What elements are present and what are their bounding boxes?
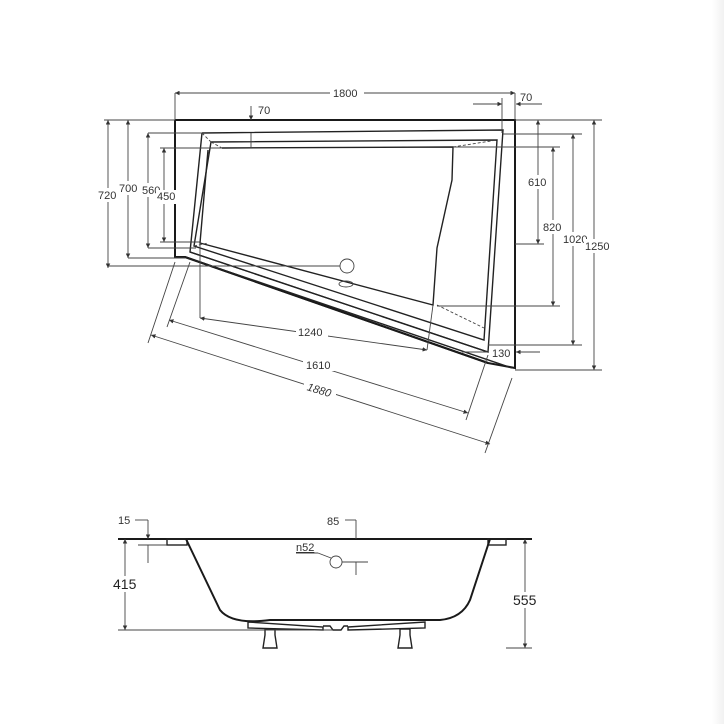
outer-rim [174, 119, 516, 370]
front-edge-outer [184, 256, 513, 369]
rim-inner-edge-2 [193, 139, 498, 341]
basin-outline [199, 146, 454, 306]
dim-1020-label: 1020 [563, 234, 587, 246]
side-view: n52 15 85 415 555 [112, 515, 541, 649]
dim-700-label: 700 [119, 183, 137, 195]
dim-130-label: 130 [492, 348, 510, 360]
overflow-dia-label: n52 [296, 542, 314, 554]
drain-outlet [338, 280, 354, 288]
label-bg [562, 232, 588, 246]
foot-plate-right [347, 621, 426, 631]
top-view: 1800 70 70 720 700 560 450 610 [97, 86, 610, 454]
dim-85-label: 85 [327, 516, 339, 528]
overflow-circle [329, 555, 343, 569]
corner-dash [436, 304, 485, 329]
dim-415-label: 415 [113, 576, 137, 592]
foot-plate-left [247, 621, 324, 631]
foot-right [397, 628, 413, 649]
dim-450-label: 450 [157, 191, 175, 203]
dim-1800-label: 1800 [333, 88, 357, 100]
dim-70-top-label: 70 [258, 105, 270, 117]
front-edge-inner [189, 251, 489, 353]
dim-720-label: 720 [98, 190, 116, 202]
corner-dash [210, 141, 223, 149]
basin-profile [185, 538, 491, 623]
dim-820-label: 820 [543, 222, 561, 234]
drain-notch [323, 625, 348, 631]
label-bg [118, 181, 140, 195]
dim-555-label: 555 [513, 592, 537, 608]
dim-1240-label: 1240 [298, 327, 322, 339]
ext-line [484, 377, 513, 454]
leader-line [317, 552, 332, 559]
label-bg [584, 239, 610, 253]
label-bg [112, 576, 140, 592]
label-bg [527, 175, 549, 189]
ext-line [147, 261, 176, 344]
label-bg [97, 188, 121, 202]
dim-70-right-label: 70 [520, 92, 532, 104]
dim-1250-label: 1250 [585, 241, 609, 253]
dim-560-label: 560 [142, 185, 160, 197]
drain-circle [339, 258, 355, 274]
label-bg [330, 86, 364, 100]
dim-610-label: 610 [528, 177, 546, 189]
corner-dash [193, 242, 209, 247]
dim-1610-label: 1610 [306, 360, 330, 372]
corner-dash [201, 132, 212, 143]
corner-dash [452, 139, 498, 148]
rim-inner-edge [189, 129, 504, 353]
page-edge-shadow [712, 0, 724, 724]
foot-left [262, 628, 278, 649]
label-bg [513, 592, 541, 608]
dim-15-label: 15 [118, 515, 130, 527]
ext-line [166, 261, 191, 328]
label-bg [304, 381, 336, 399]
label-bg [156, 190, 176, 204]
ext-line [465, 354, 489, 421]
label-bg [542, 220, 564, 234]
